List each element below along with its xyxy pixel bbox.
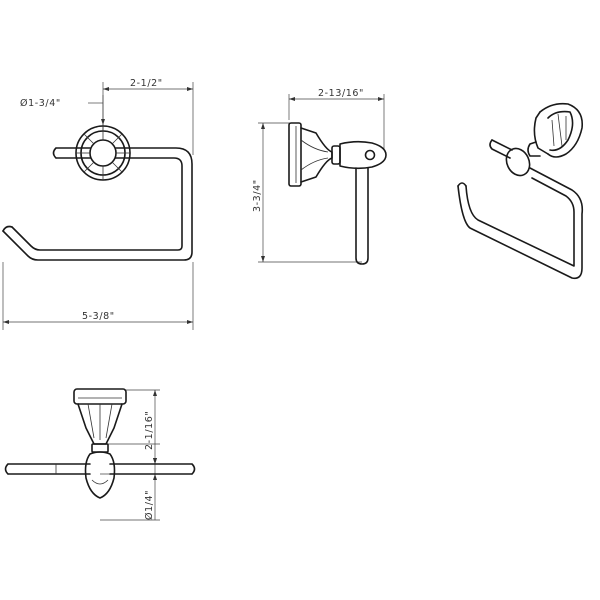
top-view: 2-1/16" Ø1/4"	[4, 388, 196, 521]
side-pivot	[331, 140, 387, 170]
dim-overall-width: 5-3/8"	[3, 311, 193, 324]
dim-label-top-projection: 2-1/16"	[144, 411, 155, 450]
perspective-view	[457, 102, 584, 280]
dim-label-overall-width: 5-3/8"	[82, 311, 115, 322]
dim-front-diameter: Ø1-3/4"	[20, 95, 105, 125]
front-rosette	[75, 125, 131, 181]
dim-top-projection: 2-1/16"	[144, 390, 157, 464]
dim-side-height: 3-3/4"	[252, 123, 265, 262]
side-wall-plate	[288, 122, 333, 187]
front-bar-arm	[2, 147, 193, 261]
side-view: 2-13/16" 3-3/4"	[252, 88, 387, 265]
persp-bar-arm	[457, 139, 584, 280]
front-view: 2-1/2" Ø1-3/4" 5-3/8"	[2, 78, 194, 330]
side-arm	[355, 167, 369, 265]
dim-top-bar-diameter: Ø1/4"	[144, 458, 157, 520]
top-bar	[4, 451, 196, 499]
dim-front-depth-offset: 2-1/2"	[103, 78, 193, 91]
persp-wall-plate	[527, 102, 584, 158]
dim-label-diameter: Ø1-3/4"	[20, 98, 61, 109]
dim-label-top-bar-diameter: Ø1/4"	[144, 490, 155, 520]
dim-label-side-height: 3-3/4"	[252, 179, 263, 212]
dim-side-depth: 2-13/16"	[289, 88, 384, 101]
dim-label-side-depth: 2-13/16"	[318, 88, 364, 99]
dim-label-depth-offset: 2-1/2"	[130, 78, 163, 89]
top-wall-plate	[73, 388, 127, 453]
